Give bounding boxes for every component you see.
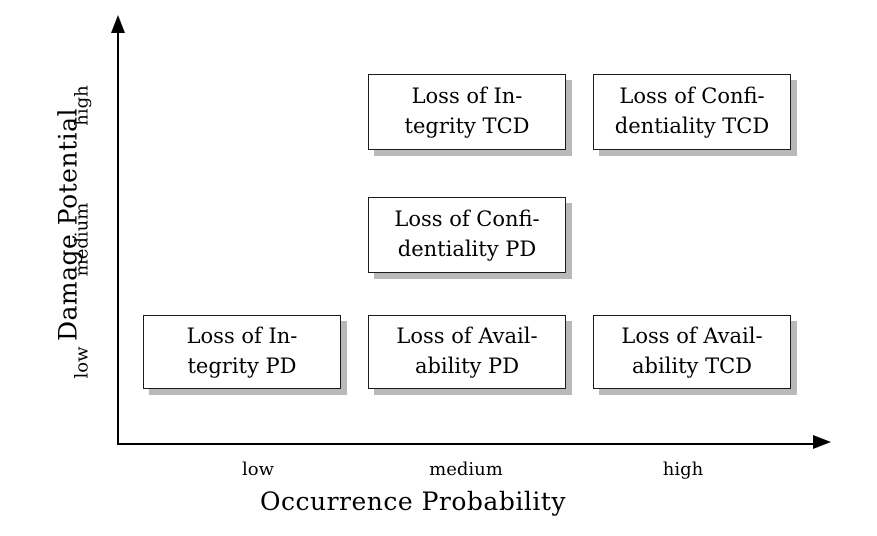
x-axis-tick-low: low (241, 459, 274, 480)
x-axis-arrow-icon (813, 435, 831, 449)
risk-cell-integrity-pd: Loss of In- tegrity PD (143, 315, 341, 389)
risk-cell-line-2: ability PD (414, 354, 520, 378)
risk-cell-line-2: tegrity PD (187, 354, 297, 378)
x-axis-tick-medium: medium (429, 459, 503, 480)
risk-cell-line-1: Loss of Avail- (621, 324, 763, 349)
risk-cell-line-1: Loss of In- (186, 324, 298, 349)
risk-cell-line-2: tegrity TCD (404, 114, 530, 138)
risk-cell-integrity-tcd: Loss of In- tegrity TCD (368, 74, 566, 150)
y-axis-tick-high: high (71, 85, 93, 126)
risk-cell-line-2: dentiality PD (397, 237, 537, 261)
x-axis-title: Occurrence Probability (259, 487, 567, 516)
risk-cell-line-1: Loss of In- (411, 84, 523, 109)
y-axis-arrow-icon (111, 15, 125, 33)
risk-cell-confidentiality-pd: Loss of Confi- dentiality PD (368, 197, 566, 273)
risk-cell-confidentiality-tcd: Loss of Confi- dentiality TCD (593, 74, 791, 150)
risk-cell-line-2: ability TCD (631, 354, 752, 378)
risk-cell-line-1: Loss of Avail- (396, 324, 538, 349)
x-axis-line (117, 443, 817, 445)
risk-cell-line-2: dentiality TCD (614, 114, 770, 138)
risk-cell-availability-tcd: Loss of Avail- ability TCD (593, 315, 791, 389)
risk-cell-line-1: Loss of Confi- (619, 84, 765, 109)
risk-cell-availability-pd: Loss of Avail- ability PD (368, 315, 566, 389)
y-axis-tick-medium: medium (71, 202, 93, 277)
y-axis-tick-low: low (71, 346, 93, 379)
risk-cell-line-1: Loss of Confi- (394, 207, 540, 232)
x-axis-tick-high: high (662, 459, 704, 480)
y-axis-line (117, 30, 119, 445)
